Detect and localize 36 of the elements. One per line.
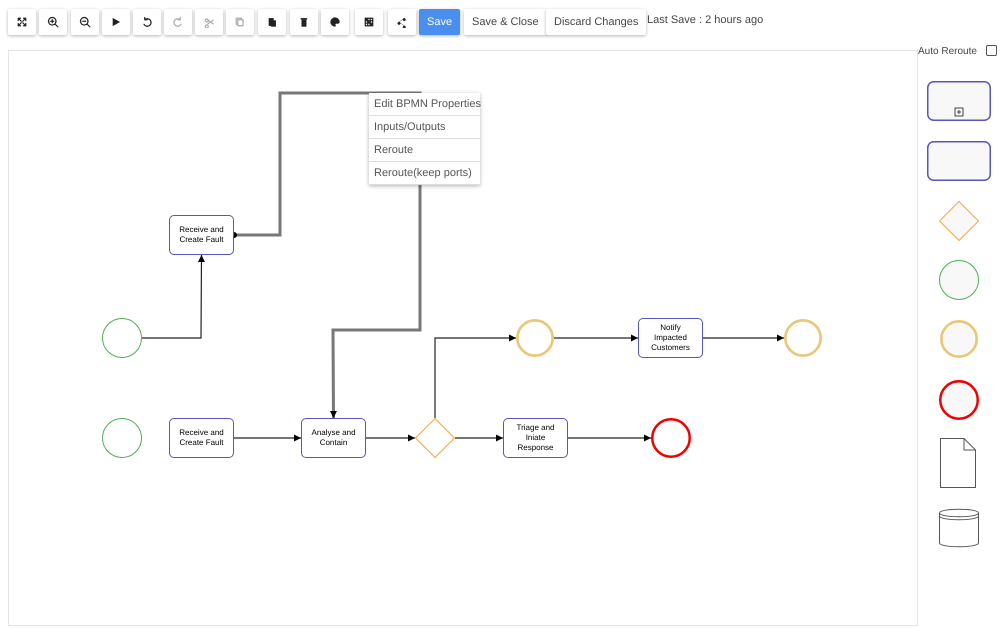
- intermediate-event-circle: [516, 319, 554, 357]
- gateway-diamond: [415, 418, 455, 458]
- option-label: Auto Reroute: [918, 46, 977, 57]
- menu-item: Reroute(keep ports): [369, 162, 480, 185]
- database-cylinder: [939, 508, 979, 548]
- arrow: [434, 334, 516, 418]
- arrow: [703, 334, 784, 342]
- arrow: [366, 434, 415, 442]
- start-event-circle: [102, 418, 142, 458]
- arrow: [142, 255, 205, 339]
- task-box: Receive and Create Fault: [169, 215, 234, 255]
- arrow: [234, 434, 301, 442]
- document-shape: [940, 438, 976, 488]
- task-box: [927, 141, 991, 181]
- arrow: [554, 334, 638, 342]
- discard-button: Discard Changes: [546, 9, 646, 35]
- end-event-circle: [651, 418, 691, 458]
- menu-item: Inputs/Outputs: [369, 116, 480, 139]
- task-box: Notify Impacted Customers: [638, 318, 703, 358]
- menu-item: Reroute: [369, 139, 480, 162]
- start-event-circle: [102, 318, 142, 358]
- gateway-diamond: [939, 201, 979, 241]
- menu-item: Edit BPMN Properties: [369, 93, 480, 116]
- intermediate-event-circle: [784, 319, 822, 357]
- arrow: [568, 434, 651, 442]
- start-event-circle: [939, 260, 979, 300]
- end-event-circle: [939, 380, 979, 420]
- status-text: Last Save : 2 hours ago: [647, 14, 764, 26]
- intermediate-event-circle: [940, 320, 978, 358]
- task-box: Receive and Create Fault: [169, 418, 234, 458]
- save-close-button: Save & Close: [464, 9, 547, 35]
- save-button: Save: [419, 9, 460, 35]
- subprocess-box: [927, 81, 991, 121]
- task-box: Analyse and Contain: [301, 418, 366, 458]
- arrow: [455, 434, 503, 442]
- task-box: Triage and Iniate Response: [503, 418, 568, 458]
